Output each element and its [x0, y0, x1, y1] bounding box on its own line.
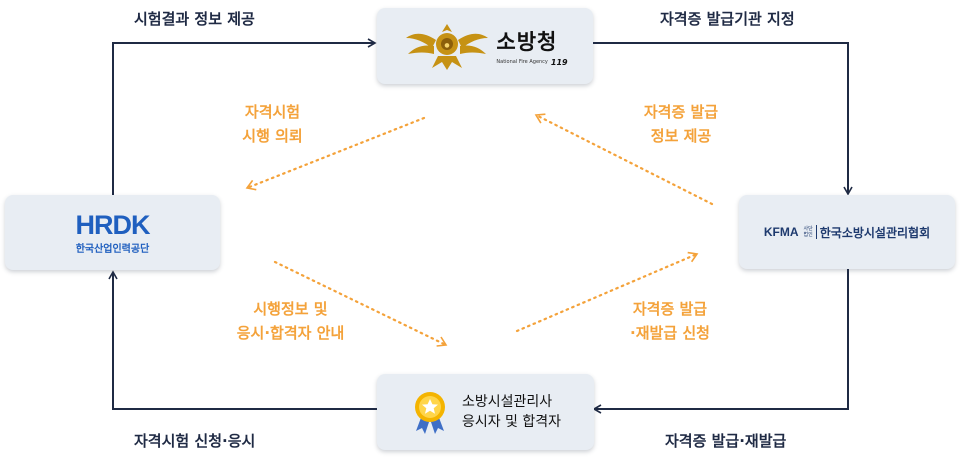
kfma-tag-line2: 법인	[803, 232, 813, 238]
hrdk-name: 한국산업인력공단	[75, 243, 150, 255]
fire-agency-node: ● 소방청 National Fire Agency 119	[377, 8, 593, 84]
edge-label-bottom-right: 자격증 발급·재발급	[665, 432, 787, 450]
edge-label-bottom-left: 자격시험 신청·응시	[134, 432, 256, 450]
kfma-node: KFMA 사단 법인 한국소방시설관리협회	[739, 195, 955, 269]
edge-label-top-right: 자격증 발급기관 지정	[660, 10, 795, 28]
hrdk-logo: HRDK	[75, 209, 151, 240]
kfma-logo: KFMA	[763, 225, 799, 239]
arrow-hrdk-to-fire-agency	[112, 38, 377, 195]
applicants-line1: 소방시설관리사	[461, 394, 553, 410]
fire-agency-name: 소방청	[496, 29, 558, 54]
fire-agency-119-mark: 119	[550, 57, 568, 67]
kfma-divider	[815, 225, 817, 239]
fire-agency-english: National Fire Agency	[496, 59, 548, 65]
inner-label-cert-info: 자격증 발급 정보 제공	[643, 103, 719, 145]
inner-label-notice: 시행정보 및 응시·합격자 안내	[236, 300, 345, 342]
applicants-node: 소방시설관리사 응시자 및 합격자	[377, 374, 594, 450]
edge-label-top-left: 시험결과 정보 제공	[134, 10, 255, 28]
inner-label-cert-apply: 자격증 발급 ·재발급 신청	[630, 300, 710, 342]
kfma-name: 한국소방시설관리협회	[819, 225, 931, 240]
dotted-arrow-applicants-to-kfma	[515, 251, 699, 333]
hrdk-node: HRDK 한국산업인력공단	[5, 195, 220, 270]
svg-text:●: ●	[445, 42, 450, 49]
fire-agency-emblem-icon: ●	[406, 24, 489, 70]
dotted-arrow-kfma-to-fire	[534, 113, 714, 206]
dotted-arrow-fire-to-hrdk	[245, 116, 426, 191]
certificate-medal-icon	[414, 392, 445, 434]
arrow-applicants-to-hrdk	[108, 270, 377, 410]
inner-label-request: 자격시험 시행 의뢰	[242, 103, 303, 145]
arrow-fire-agency-to-kfma	[593, 42, 853, 196]
kfma-tag-line1: 사단	[803, 226, 813, 232]
dotted-arrow-hrdk-to-applicants	[273, 260, 448, 347]
arrow-kfma-to-applicants	[592, 269, 849, 414]
applicants-line2: 응시자 및 합격자	[461, 414, 562, 430]
